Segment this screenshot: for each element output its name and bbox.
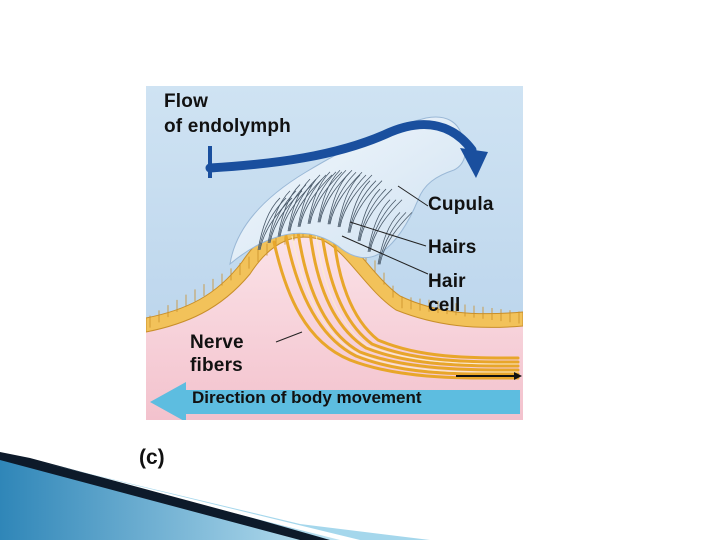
flow-label-line2: of endolymph	[164, 117, 291, 137]
flow-label-line1: Flow	[164, 92, 208, 112]
cupula-label: Cupula	[428, 195, 494, 215]
nerve-fibers-label-line1: Nerve	[190, 333, 244, 353]
nerve-fibers-label-line2: fibers	[190, 356, 243, 376]
hairs-label: Hairs	[428, 238, 477, 258]
slide-corner-decoration	[0, 450, 720, 540]
direction-label: Direction of body movement	[192, 388, 422, 408]
hair-cell-label-line2: cell	[428, 296, 461, 316]
hair-cell-label-line1: Hair	[428, 272, 466, 292]
